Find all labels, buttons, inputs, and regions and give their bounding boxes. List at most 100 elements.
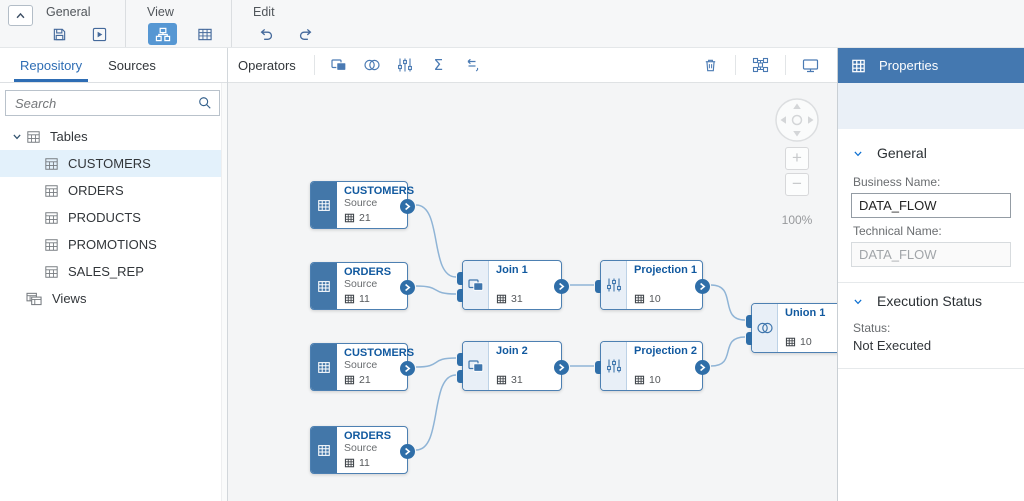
node-column-count: 10	[785, 336, 837, 349]
monitor-icon	[802, 58, 819, 73]
zoom-in-button[interactable]: +	[785, 147, 809, 170]
canvas-navigation: + − 100%	[773, 97, 821, 227]
table-icon	[496, 375, 507, 385]
search-icon[interactable]	[198, 96, 212, 110]
table-icon	[634, 375, 645, 385]
properties-panel: Properties General Business Name: Techni…	[837, 48, 1024, 501]
table-icon	[344, 375, 355, 385]
zoom-out-button[interactable]: −	[785, 173, 809, 196]
auto-layout-button[interactable]	[744, 53, 777, 77]
sidebar-item-promotions[interactable]: PROMOTIONS	[0, 231, 227, 258]
undo-icon	[258, 27, 274, 42]
output-port[interactable]	[400, 360, 415, 376]
sidebar-item-customers[interactable]: CUSTOMERS	[0, 150, 227, 177]
table-view-button[interactable]	[193, 23, 217, 45]
tab-sources[interactable]: Sources	[108, 57, 156, 73]
save-button[interactable]	[47, 23, 71, 45]
input-port[interactable]	[595, 361, 601, 374]
connection-proj2-union1	[710, 336, 746, 367]
sidebar-item-views[interactable]: Views	[0, 285, 227, 312]
input-port[interactable]	[457, 370, 463, 383]
projection-operator-button[interactable]	[389, 53, 422, 77]
node-title: Join 1	[496, 264, 528, 276]
output-port[interactable]	[400, 198, 415, 214]
sidebar-item-orders[interactable]: ORDERS	[0, 177, 227, 204]
input-port[interactable]	[457, 289, 463, 302]
pan-compass[interactable]	[774, 97, 820, 143]
script-operator-button[interactable]	[455, 53, 488, 77]
node-title: Projection 2	[634, 345, 697, 357]
toolbar-divider	[735, 55, 736, 75]
status-label: Status:	[853, 321, 891, 335]
run-icon	[92, 27, 107, 42]
search-input[interactable]	[13, 94, 198, 112]
trash-button[interactable]	[694, 53, 727, 77]
run-button[interactable]	[87, 23, 111, 45]
input-port[interactable]	[457, 272, 463, 285]
input-port[interactable]	[457, 353, 463, 366]
join-node-icon	[463, 261, 489, 309]
tab-repository[interactable]: Repository	[14, 48, 89, 82]
section-execution-status[interactable]: Execution Status	[851, 287, 1011, 317]
undo-button[interactable]	[254, 23, 278, 45]
table-icon	[26, 130, 41, 144]
table-icon	[344, 294, 355, 304]
aggregation-icon: Σ	[433, 56, 444, 74]
diagram-view-button[interactable]	[148, 23, 177, 45]
redo-button[interactable]	[294, 23, 318, 45]
projection-icon	[397, 57, 413, 73]
source-node-icon	[311, 344, 337, 390]
node-title: CUSTOMERS	[344, 347, 415, 359]
search-box	[5, 90, 220, 116]
output-port[interactable]	[554, 359, 569, 375]
node-column-count: 31	[496, 293, 557, 306]
auto-layout-icon	[752, 57, 769, 73]
source-node-icon	[311, 427, 337, 473]
sidebar-scrollbar[interactable]	[221, 83, 227, 501]
chevron-up-icon	[14, 10, 27, 22]
union-operator-button[interactable]	[356, 53, 389, 77]
node-column-count: 11	[344, 293, 403, 306]
properties-title: Properties	[879, 58, 939, 73]
input-port[interactable]	[746, 315, 752, 328]
source-node-icon	[311, 182, 337, 228]
sidebar-item-sales_rep[interactable]: SALES_REP	[0, 258, 227, 285]
sidebar-item-products[interactable]: PRODUCTS	[0, 204, 227, 231]
collapse-toolbar-button[interactable]	[8, 5, 33, 26]
business-name-label: Business Name:	[853, 175, 941, 189]
table-grid-icon	[197, 27, 213, 42]
technical-name-field	[851, 242, 1011, 267]
aggregation-operator-button[interactable]: Σ	[422, 53, 455, 77]
business-name-field[interactable]	[851, 193, 1011, 218]
table-grid-icon	[851, 59, 866, 73]
connection-src2-join1	[415, 285, 457, 295]
table-icon	[44, 211, 59, 225]
input-port[interactable]	[746, 332, 752, 345]
join-operator-button[interactable]	[323, 53, 356, 77]
output-port[interactable]	[695, 278, 710, 294]
table-icon	[496, 294, 507, 304]
redo-icon	[298, 27, 314, 42]
node-title: ORDERS	[344, 266, 392, 278]
table-icon	[785, 337, 796, 347]
section-general[interactable]: General	[851, 139, 1011, 169]
monitor-button[interactable]	[794, 53, 827, 77]
sidebar-item-tables[interactable]: Tables	[0, 123, 227, 150]
node-title: Join 2	[496, 345, 528, 357]
output-port[interactable]	[554, 278, 569, 294]
output-port[interactable]	[400, 443, 415, 459]
input-port[interactable]	[595, 280, 601, 293]
output-port[interactable]	[400, 279, 415, 295]
output-port[interactable]	[695, 359, 710, 375]
node-join1[interactable]: Join 1 31	[457, 260, 569, 310]
connection-proj1-union1	[710, 284, 746, 321]
